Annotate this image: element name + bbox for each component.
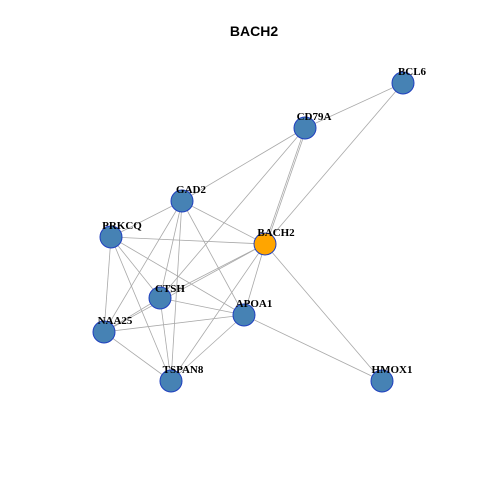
edge-naa25-tspan8 xyxy=(103,331,172,382)
edge-prkcq-apoa1 xyxy=(110,236,245,316)
node-label-apoa1: APOA1 xyxy=(236,298,273,310)
edge-prkcq-ctsh xyxy=(110,236,161,299)
edge-bach2-tspan8 xyxy=(170,243,266,382)
node-apoa1[interactable] xyxy=(232,303,256,327)
edge-gad2-naa25 xyxy=(103,200,183,333)
edge-bach2-ctsh xyxy=(159,243,266,299)
edge-prkcq-tspan8 xyxy=(110,236,172,382)
node-bcl6[interactable] xyxy=(391,71,415,95)
node-label-tspan8: TSPAN8 xyxy=(163,364,204,376)
edge-bach2-hmox1 xyxy=(264,243,383,382)
node-bach2[interactable] xyxy=(253,232,277,256)
edge-cd79a-gad2 xyxy=(181,127,306,202)
node-hmox1[interactable] xyxy=(370,369,394,393)
edge-prkcq-bach2 xyxy=(110,236,266,245)
edge-apoa1-hmox1 xyxy=(243,314,383,382)
edge-bcl6-bach2 xyxy=(264,82,404,245)
node-label-ctsh: CTSH xyxy=(155,283,185,295)
edge-layer xyxy=(103,82,404,382)
edge-ctsh-apoa1 xyxy=(159,297,245,316)
edge-bach2-naa25 xyxy=(103,243,266,333)
edge-bach2-apoa1 xyxy=(243,243,266,316)
node-layer xyxy=(92,71,415,393)
edge-apoa1-naa25 xyxy=(103,314,245,333)
node-ctsh[interactable] xyxy=(148,286,172,310)
node-label-naa25: NAA25 xyxy=(98,315,133,327)
edge-apoa1-tspan8 xyxy=(170,314,245,382)
graph-title: BACH2 xyxy=(230,23,278,39)
edge-cd79a-ctsh xyxy=(159,127,306,299)
node-label-bach2: BACH2 xyxy=(257,227,295,239)
edge-ctsh-tspan8 xyxy=(159,297,172,382)
node-naa25[interactable] xyxy=(92,320,116,344)
edge-gad2-prkcq xyxy=(110,200,183,238)
edge-cd79a-bach2 xyxy=(264,127,306,245)
edge-gad2-bach2 xyxy=(181,200,266,245)
node-prkcq[interactable] xyxy=(99,225,123,249)
edge-gad2-tspan8 xyxy=(170,200,183,382)
node-label-gad2: GAD2 xyxy=(176,184,206,196)
node-label-cd79a: CD79A xyxy=(297,111,332,123)
node-label-prkcq: PRKCQ xyxy=(102,220,142,232)
edge-gad2-apoa1 xyxy=(181,200,245,316)
edge-prkcq-naa25 xyxy=(103,236,112,333)
edge-bcl6-cd79a xyxy=(304,82,404,129)
node-label-bcl6: BCL6 xyxy=(398,66,427,78)
node-tspan8[interactable] xyxy=(159,369,183,393)
node-cd79a[interactable] xyxy=(293,116,317,140)
node-gad2[interactable] xyxy=(170,189,194,213)
node-label-hmox1: HMOX1 xyxy=(372,364,413,376)
edge-gad2-ctsh xyxy=(159,200,183,299)
edge-cd79a-bach2 xyxy=(266,127,307,245)
